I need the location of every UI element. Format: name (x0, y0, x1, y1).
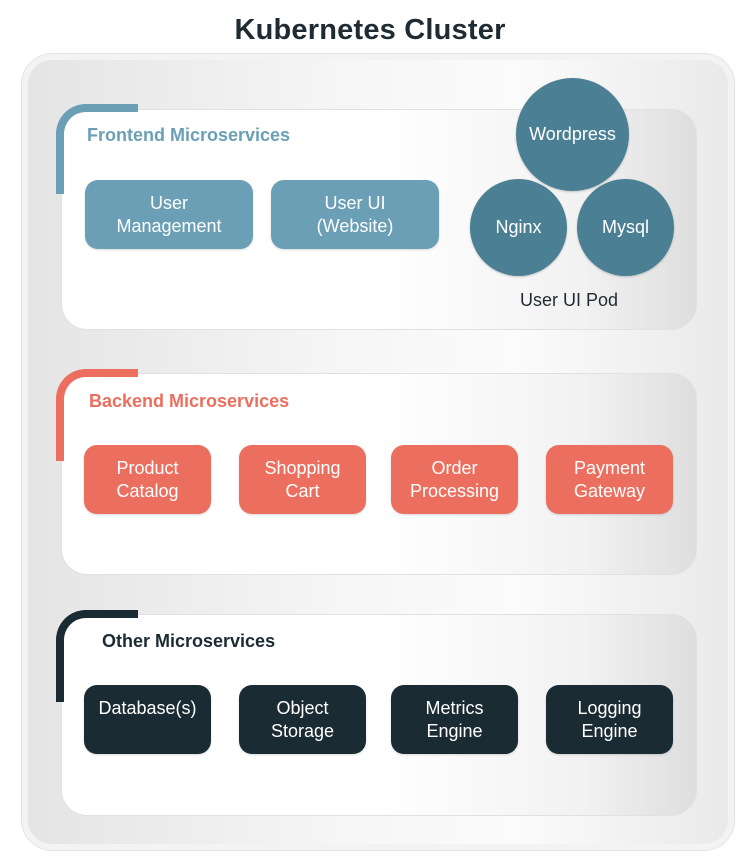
service-label-line1: User UI (324, 192, 386, 213)
other-section-label: Other Microservices (102, 631, 276, 651)
service-label-line2: Cart (285, 480, 320, 501)
frontend-corner-accent (56, 104, 138, 194)
service-label-line2: Management (116, 215, 222, 236)
service-user-ui-website: User UI(Website) (271, 180, 439, 249)
backend-section-label: Backend Microservices (89, 391, 290, 411)
pod-container-wordpress: Wordpress (516, 78, 629, 191)
container-label: Nginx (495, 217, 542, 237)
service-label-line2: Gateway (573, 480, 646, 501)
container-label: Wordpress (529, 124, 616, 144)
service-databases: Database(s) (84, 685, 211, 754)
service-label-line2: Processing (409, 480, 500, 501)
service-label-line1: Shopping (264, 457, 341, 478)
service-label-line1: Order (431, 457, 478, 478)
service-label-line1: Database(s) (98, 698, 197, 718)
service-label-line1: Logging (577, 697, 642, 718)
service-label-line2: Storage (270, 720, 335, 741)
service-label-line2: (Website) (316, 215, 394, 236)
pod-label: User UI Pod (520, 290, 619, 310)
service-label-line2: Engine (581, 720, 638, 741)
service-label-line1: Product (116, 457, 179, 478)
backend-corner-accent (56, 369, 138, 461)
service-label-line2: Catalog (116, 480, 179, 501)
service-label-line1: Payment (573, 457, 646, 478)
service-label-line1: Metrics (425, 697, 484, 718)
pod-container-mysql: Mysql (577, 179, 674, 276)
frontend-section-label: Frontend Microservices (87, 125, 291, 145)
diagram-title: Kubernetes Cluster (234, 14, 506, 46)
service-label-line2: Engine (426, 720, 483, 741)
container-label: Mysql (601, 217, 649, 237)
service-label-line1: Object (276, 697, 329, 718)
other-corner-accent (56, 610, 138, 702)
service-label-line1: User (149, 192, 188, 213)
pod-container-nginx: Nginx (470, 179, 567, 276)
